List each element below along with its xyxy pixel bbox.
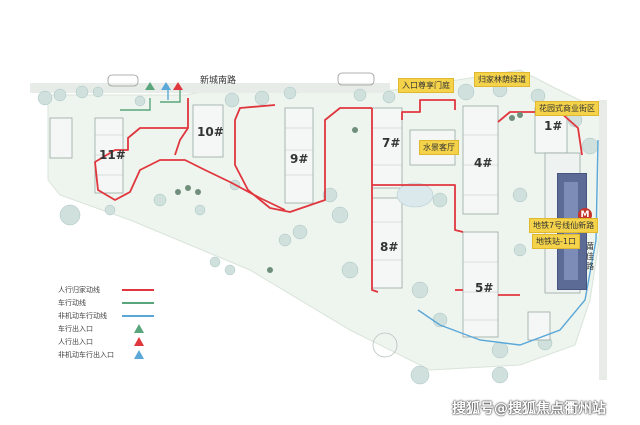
legend-label: 车行出入口 — [58, 324, 93, 333]
legend-label: 车行动线 — [58, 298, 86, 307]
legend-line-green — [122, 301, 154, 304]
legend-item-pedestrian-entrance: 人行出入口 — [58, 335, 154, 348]
legend-item-nonmotor-entrance: 非机动车行出入口 — [58, 348, 154, 361]
buildings-shapes — [49, 104, 581, 341]
vehicle-route — [120, 88, 181, 111]
legend-triangle-blue — [134, 350, 144, 359]
legend-item-pedestrian-route: 人行归家动线 — [58, 283, 154, 296]
legend-line-blue — [122, 314, 154, 317]
legend-label: 人行归家动线 — [58, 285, 100, 294]
building-label-4: 4# — [474, 156, 493, 170]
building-label-11: 11# — [99, 148, 126, 162]
legend-item-vehicle-route: 车行动线 — [58, 296, 154, 309]
greenway-tag: 归家林荫绿道 — [474, 72, 530, 87]
legend-item-nonmotor-route: 非机动车行动线 — [58, 309, 154, 322]
vehicle-entrance-marker — [145, 82, 155, 90]
building-label-1: 1# — [544, 119, 563, 133]
watermark: 搜狐号@搜狐焦点衢州站 — [452, 401, 606, 417]
legend-triangle-red — [134, 337, 144, 346]
clubhouse-tag: 水景客厅 — [419, 140, 459, 155]
legend-label: 非机动车行出入口 — [58, 350, 114, 359]
building-label-5: 5# — [475, 281, 494, 295]
legend-item-vehicle-entrance: 车行出入口 — [58, 322, 154, 335]
building-label-7: 7# — [382, 136, 401, 150]
metro-exit-label: 地铁站-1口 — [532, 234, 580, 249]
legend-line-red — [122, 288, 154, 291]
pedestrian-entrance-marker — [173, 82, 183, 90]
north-road-label: 新城南路 — [200, 76, 237, 86]
cars — [107, 72, 375, 87]
building-label-10: 10# — [197, 125, 224, 139]
building-label-9: 9# — [290, 152, 309, 166]
entrance-tag: 入口尊享门庭 — [398, 78, 454, 93]
pedestrian-route — [94, 98, 583, 296]
building-label-8: 8# — [380, 240, 399, 254]
commercial-tag: 花园式商业街区 — [535, 101, 599, 116]
plaza-circle — [372, 332, 398, 358]
legend-label: 非机动车行动线 — [58, 311, 107, 320]
east-road-label: 莆佳路 — [586, 242, 594, 271]
people — [175, 112, 523, 273]
legend-triangle-green — [134, 324, 144, 333]
legend-label: 人行出入口 — [58, 337, 93, 346]
metro-name-label: 地铁7号线仙新路 — [529, 218, 599, 233]
nonmotor-entrance-marker — [161, 82, 171, 90]
pond — [396, 182, 434, 208]
building-details — [95, 127, 498, 321]
legend: 人行归家动线 车行动线 非机动车行动线 车行出入口 人行出入口 非机动车行出入口 — [58, 283, 154, 361]
